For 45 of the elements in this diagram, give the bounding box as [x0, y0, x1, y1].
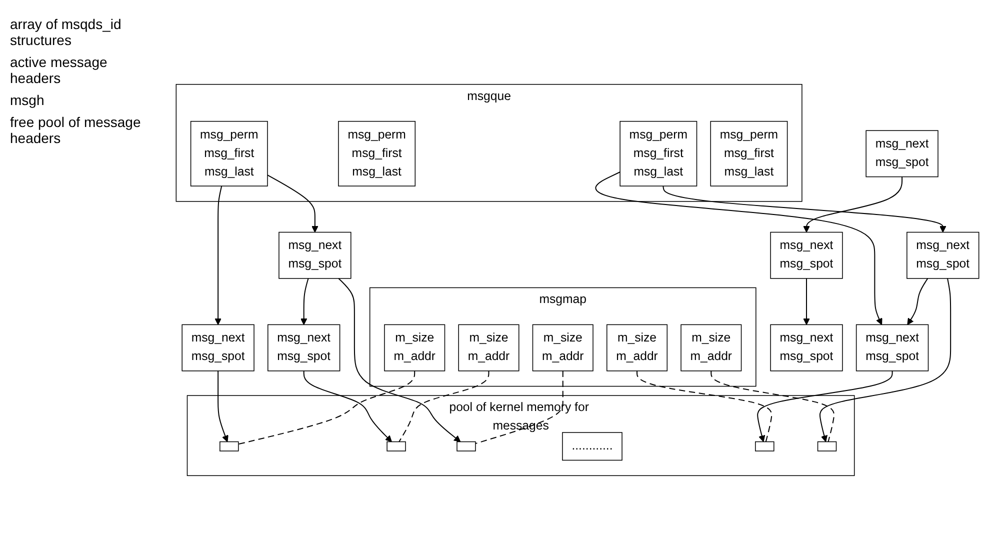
note-text: msgh [10, 92, 46, 108]
arrow [757, 370, 893, 442]
connector [398, 370, 490, 442]
node-box [220, 441, 239, 452]
arrow [803, 176, 903, 233]
node-box: msg_next msg_spot [906, 232, 980, 279]
connector [474, 370, 564, 444]
node-box [386, 441, 406, 452]
node-box [755, 441, 774, 452]
arrow [218, 370, 228, 442]
arrow [595, 172, 882, 325]
node-box: msg_perm msg_first msg_last [620, 120, 698, 186]
arrow [803, 278, 810, 325]
node-box: m_size m_addr [458, 324, 520, 372]
node-box: msg_next msg_spot [268, 324, 340, 372]
note-text: free pool of message headers [10, 114, 142, 146]
node-box: msg_perm msg_first msg_last [338, 120, 416, 186]
node-box: msg_next msg_spot [770, 232, 843, 279]
node-box: m_size m_addr [384, 324, 446, 372]
arrow [662, 186, 946, 233]
note-text: array of msqds_id structures [10, 16, 122, 48]
connector [636, 370, 772, 442]
connector [238, 370, 416, 445]
arrow [303, 370, 392, 442]
node-box: msg_next msg_spot [182, 324, 254, 372]
arrow [819, 278, 952, 442]
node-box [456, 441, 476, 452]
node-box: msg_next msg_spot [278, 232, 352, 279]
arrow [300, 278, 309, 325]
node-box: m_size m_addr [532, 324, 594, 372]
node-box: msg_next msg_spot [770, 324, 843, 372]
arrow [907, 278, 928, 325]
node-box: msg_perm msg_first msg_last [710, 120, 788, 186]
note-text: active message headers [10, 54, 108, 86]
node-box: m_size m_addr [606, 324, 668, 372]
node-box: msg_next msg_spot [866, 130, 938, 178]
arrow [338, 278, 461, 442]
node-box: msg_next msg_spot [856, 324, 929, 372]
node-box: ............ [562, 432, 622, 461]
connector [710, 370, 834, 442]
arrow [267, 174, 318, 233]
node-box: m_size m_addr [680, 324, 742, 372]
node-box: msg_perm msg_first msg_last [190, 120, 268, 186]
arrow [214, 186, 222, 325]
node-box [817, 441, 837, 452]
